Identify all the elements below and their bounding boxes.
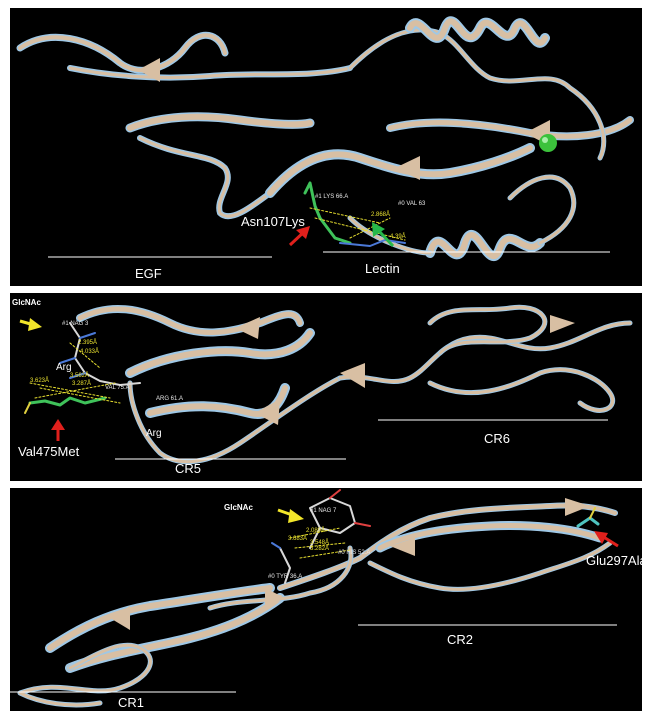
panel-cr1-cr2: GlcNAc #1 NAG 7 #0 HIS 52.A #0 TYR 36.A … — [10, 488, 642, 711]
domain-label-cr1: CR1 — [118, 695, 144, 710]
distance-label: 4.39Å — [390, 234, 406, 240]
mutation-label: Val475Met — [18, 444, 79, 459]
residue-label: #0 VAL 63 — [398, 201, 425, 207]
panel-egf-lectin: EGF Lectin Asn107Lys #1 LYS 66.A #0 VAL … — [10, 8, 642, 286]
residue-label: #0 HIS 52.A — [338, 550, 370, 556]
distance-label: 4.033Å — [80, 349, 99, 355]
yellow-arrow — [278, 509, 304, 523]
protein-structure-cr1-cr2 — [10, 488, 642, 711]
calcium-ion-sphere — [539, 134, 557, 152]
domain-label-egf: EGF — [135, 266, 162, 281]
arg-label: Arg — [146, 428, 162, 439]
glcnac-label: GlcNAc — [12, 298, 41, 307]
residue-label: #1 NAG 7 — [310, 508, 336, 514]
domain-label-lectin: Lectin — [365, 261, 400, 276]
distance-label: 3.623Å — [30, 378, 49, 384]
arg-label: Arg — [56, 362, 72, 373]
residue-label: #0 TYR 36.A — [268, 574, 302, 580]
residue-label: VAL 75.A — [105, 385, 130, 391]
glcnac-label: GlcNAc — [224, 503, 253, 512]
distance-label: 2.395Å — [78, 340, 97, 346]
distance-label: 3.562Å — [70, 373, 89, 379]
mutation-label: Asn107Lys — [241, 214, 305, 229]
domain-label-cr6: CR6 — [484, 431, 510, 446]
distance-label: 3.683Å — [288, 536, 307, 542]
distance-label: 2.089Å — [306, 528, 325, 534]
panel-cr5-cr6: GlcNAc #1 NAG 3 Arg Arg ARG 61.A VAL 75.… — [10, 293, 642, 481]
protein-structure-egf-lectin — [10, 8, 642, 286]
distance-label: 2.868Å — [371, 212, 390, 218]
residue-label: ARG 61.A — [156, 396, 183, 402]
distance-label: 3.287Å — [72, 381, 91, 387]
strand-arrowhead — [565, 498, 590, 516]
mutation-label: Glu297Ala — [586, 553, 642, 568]
residue-label: #1 NAG 3 — [62, 321, 88, 327]
strand-arrowhead — [550, 315, 575, 333]
domain-label-cr2: CR2 — [447, 632, 473, 647]
distance-label: 3.282Å — [310, 546, 329, 552]
residue-label: #1 LYS 66.A — [315, 194, 348, 200]
yellow-arrow — [20, 318, 42, 331]
strand-arrowhead — [235, 317, 260, 339]
red-arrow — [51, 419, 65, 441]
domain-label-cr5: CR5 — [175, 461, 201, 476]
